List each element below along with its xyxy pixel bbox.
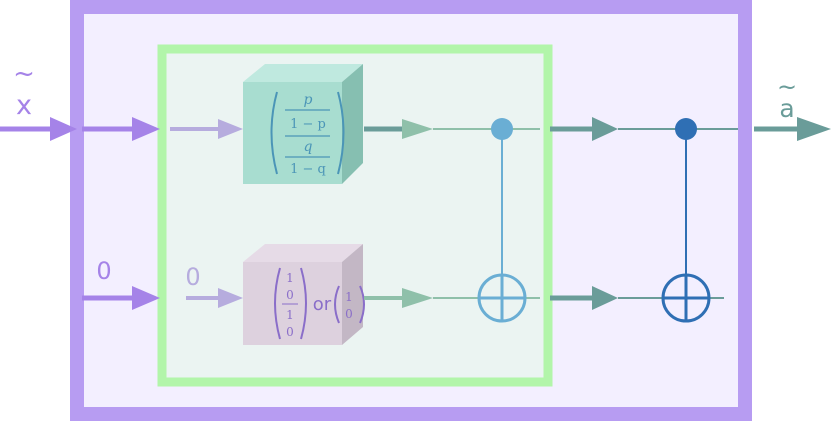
cnot-gate-outer — [661, 118, 711, 323]
bottom-gate-box: 1 0 1 0 or 1 0 — [243, 244, 365, 345]
output-a-label: a — [779, 94, 794, 123]
bottom-vector-a-entry-2: 0 — [286, 288, 294, 302]
top-matrix-entry-4: 1 − q — [290, 162, 326, 177]
top-matrix-entry-3: q — [304, 139, 313, 155]
control-dot-icon — [491, 118, 513, 140]
top-teal-arrow — [364, 119, 540, 139]
top-gate-box: p 1 − p q 1 − q — [243, 64, 363, 184]
bottom-vector-a-entry-4: 0 — [286, 325, 294, 339]
input-zero-inner-label: 0 — [185, 263, 200, 291]
input-x-tilde: ~ — [13, 59, 35, 89]
input-arrow-x-inner-purple — [82, 117, 160, 141]
bottom-vector-a-entry-3: 1 — [286, 308, 294, 322]
bottom-vector-b-entry-2: 0 — [345, 307, 353, 321]
cnot-gate-inner — [477, 118, 527, 323]
bottom-vector-a-entry-1: 1 — [286, 271, 294, 285]
bottom-vector-b-entry-1: 1 — [345, 290, 353, 304]
output-a-tilde: ~ — [777, 73, 797, 101]
inner-arrow-bottom — [186, 288, 243, 308]
input-zero-outer-label: 0 — [96, 257, 111, 285]
top-matrix-entry-1: p — [304, 92, 313, 108]
input-arrow-zero-outer — [82, 286, 160, 310]
input-x-label: x — [16, 90, 32, 121]
control-dot-icon — [675, 118, 697, 140]
output-arrow — [754, 117, 831, 141]
input-arrow-x — [0, 117, 77, 141]
bottom-or-label: or — [313, 294, 332, 315]
top-matrix-entry-2: 1 − p — [290, 117, 326, 132]
inner-arrow-top — [170, 119, 243, 139]
